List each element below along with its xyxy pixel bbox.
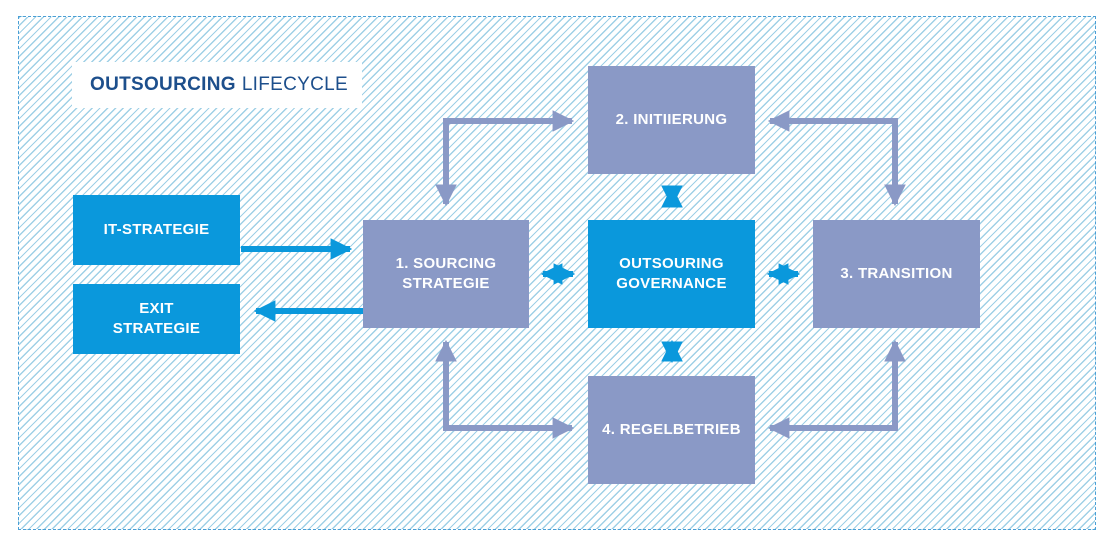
sourcing-strategie-box: 1. SOURCING STRATEGIE bbox=[363, 220, 529, 328]
exit-strategie-box: EXIT STRATEGIE bbox=[73, 284, 240, 354]
regelbetrieb-box: 4. REGELBETRIEB bbox=[588, 376, 755, 484]
transition-box: 3. TRANSITION bbox=[813, 220, 980, 328]
arrow-regelbetrieb-transition bbox=[767, 339, 906, 439]
arrow-sourcing-initiierung bbox=[435, 110, 575, 207]
initiierung-box: 2. INITIIERUNG bbox=[588, 66, 755, 174]
diagram-title: OUTSOURCING LIFECYCLE bbox=[72, 62, 362, 108]
arrow-sourcing-regelbetrieb bbox=[435, 339, 575, 439]
it-strategie-box: IT-STRATEGIE bbox=[73, 195, 240, 265]
arrow-initiierung-transition bbox=[767, 110, 906, 207]
title-light: LIFECYCLE bbox=[241, 74, 348, 95]
governance-box: OUTSOURING GOVERNANCE bbox=[588, 220, 755, 328]
title-bold: OUTSOURCING bbox=[90, 74, 236, 95]
